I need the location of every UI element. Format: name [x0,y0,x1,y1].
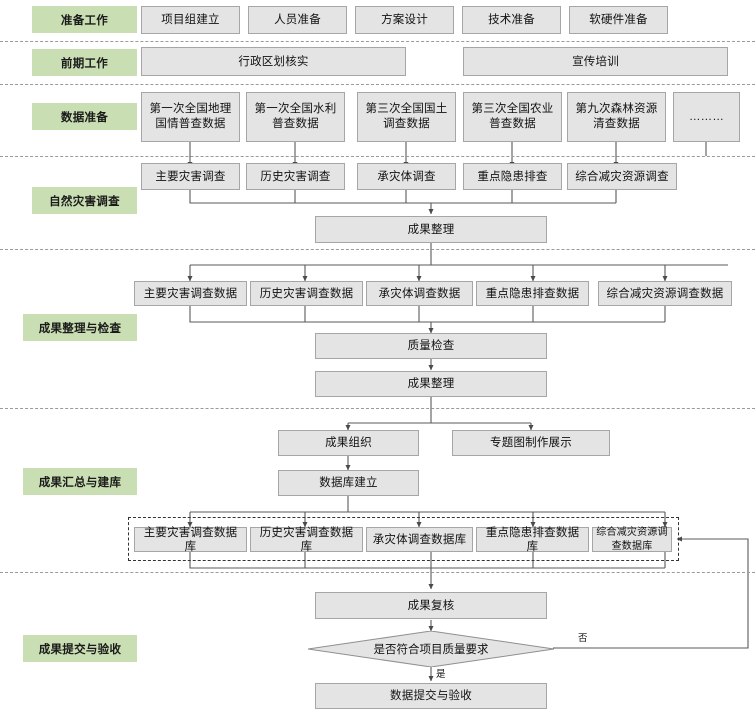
node-survey-data-2[interactable]: 历史灾害调查数据 [250,281,363,306]
node-database-2[interactable]: 历史灾害调查数据库 [250,527,363,553]
node-early-2[interactable]: 宣传培训 [463,47,728,76]
node-prep-2[interactable]: 人员准备 [248,6,347,34]
node-database-4[interactable]: 重点隐患排查数据库 [476,527,589,553]
node-prep-3[interactable]: 方案设计 [355,6,454,34]
node-results-sorting-2[interactable]: 成果整理 [315,371,547,397]
phase-label-organize: 成果整理与检查 [23,314,137,341]
band-separator-1 [0,41,755,42]
node-survey-2[interactable]: 历史灾害调查 [246,163,345,190]
node-early-1[interactable]: 行政区划核实 [141,47,406,76]
node-survey-3[interactable]: 承灾体调查 [357,163,456,190]
band-separator-6 [0,572,755,573]
node-prep-4[interactable]: 技术准备 [462,6,561,34]
node-survey-5[interactable]: 综合减灾资源调查 [567,163,677,190]
node-survey-data-1[interactable]: 主要灾害调查数据 [134,281,247,306]
phase-label-prep: 准备工作 [32,6,137,33]
node-data-source-more[interactable]: ……… [673,92,740,142]
node-data-submission[interactable]: 数据提交与验收 [315,683,547,709]
decision-label: 是否符合项目质量要求 [373,644,489,656]
node-database-3[interactable]: 承灾体调查数据库 [366,527,473,552]
band-separator-2 [0,84,755,85]
decision-quality-requirement[interactable]: 是否符合项目质量要求 [308,631,554,667]
node-survey-1[interactable]: 主要灾害调查 [141,163,240,190]
phase-label-early: 前期工作 [32,49,137,76]
node-survey-4[interactable]: 重点隐患排查 [463,163,562,190]
node-survey-data-3[interactable]: 承灾体调查数据 [366,281,473,306]
node-data-source-4[interactable]: 第三次全国农业 普查数据 [463,92,562,142]
band-separator-3 [0,156,755,157]
phase-label-survey: 自然灾害调查 [32,187,137,214]
node-quality-check[interactable]: 质量检查 [315,333,547,359]
node-database-1[interactable]: 主要灾害调查数据库 [134,527,247,553]
node-data-source-3[interactable]: 第三次全国国土 调查数据 [357,92,456,142]
decision-yes-label: 是 [436,669,446,680]
node-results-organization[interactable]: 成果组织 [278,430,419,456]
band-separator-5 [0,408,755,409]
node-data-source-5[interactable]: 第九次森林资源 清查数据 [567,92,666,142]
node-data-source-1[interactable]: 第一次全国地理 国情普查数据 [141,92,240,142]
phase-label-delivery: 成果提交与验收 [23,635,137,662]
node-prep-5[interactable]: 软硬件准备 [569,6,668,34]
node-database-build[interactable]: 数据库建立 [278,470,419,496]
node-results-review[interactable]: 成果复核 [315,592,547,619]
database-group-container [128,517,679,561]
band-separator-4 [0,249,755,250]
decision-no-label: 否 [578,633,588,644]
node-thematic-map[interactable]: 专题图制作展示 [452,430,610,456]
node-database-5[interactable]: 综合减灾资源调查数据库 [592,527,672,552]
phase-label-database: 成果汇总与建库 [23,468,137,495]
node-prep-1[interactable]: 项目组建立 [141,6,240,34]
node-survey-data-4[interactable]: 重点隐患排查数据 [476,281,589,306]
node-survey-data-5[interactable]: 综合减灾资源调查数据 [598,281,732,306]
node-results-sorting-1[interactable]: 成果整理 [315,216,547,243]
node-data-source-2[interactable]: 第一次全国水利 普查数据 [246,92,345,142]
phase-label-data: 数据准备 [32,103,137,130]
